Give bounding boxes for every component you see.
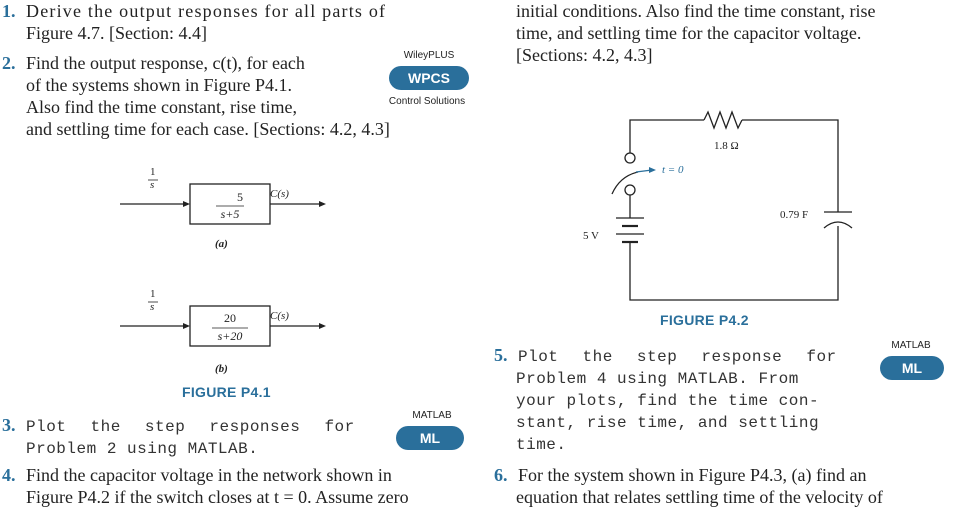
control-solutions-label: Control Solutions [388,96,466,107]
wpcs-badge[interactable]: WPCS [389,66,469,90]
matlab-label: MATLAB [891,340,931,351]
problem-5: 5. Plot the step response for Problem 4 u… [494,344,854,456]
problem-3: 3. Plot the step responses for Problem 2 … [2,414,382,460]
problem-text: stant, rise time, and settling [516,414,820,432]
figure-p4-1-b [120,301,326,347]
top-wire [629,119,704,155]
problem-text: time. [516,436,567,454]
fig-a-tf-den: s+5 [220,207,240,221]
switch-arrowhead [649,167,656,173]
problem-text: your plots, find the time con- [516,392,820,410]
problem-text: Plot the step response for [518,348,837,366]
problem-text: For the system shown in Figure P4.3, (a)… [518,465,867,485]
capacitor-plate-bottom [823,221,853,229]
input-arrowhead [183,323,190,329]
ml-badge[interactable]: ML [396,426,464,450]
fig-b-sublabel: (b) [215,363,228,375]
fig-a-tf-num: 5 [237,190,243,204]
problem-text: and settling time for each case. [Sectio… [26,119,390,139]
problem-text: time, and settling time for the capacito… [516,23,862,43]
fig-b-tf-den: s+20 [217,329,243,343]
problem-text: initial conditions. Also find the time c… [516,1,876,21]
problem-4: 4. Find the capacitor voltage in the netw… [2,464,472,508]
wileyplus-label: WileyPLUS [403,50,455,61]
fig-b-input-num: 1 [150,288,156,300]
problem-number: 3. [2,415,16,435]
problem-text: equation that relates settling time of t… [516,487,883,507]
fig-a-input-num: 1 [150,166,156,178]
ml-badge[interactable]: ML [880,356,944,380]
fig-a-output: C(s) [270,188,289,200]
switch-contact-top [624,152,636,164]
problem-2: 2. Find the output response, c(t), for ea… [2,52,472,140]
problem-4-continued: initial conditions. Also find the time c… [516,0,952,66]
problem-text: Find the capacitor voltage in the networ… [26,465,392,485]
fig-b-input-den: s [150,301,155,313]
input-arrowhead [183,201,190,207]
problem-text: [Sections: 4.2, 4.3] [516,45,653,65]
problem-text: Figure P4.2 if the switch closes at t = … [26,487,409,507]
problem-number: 4. [2,465,16,485]
voltage-source-label: 5 V [583,230,599,242]
switch-contact-bottom [624,184,636,196]
problem-text: Also find the time constant, rise time, [26,97,297,117]
problem-text: Derive the output responses for all part… [26,1,387,21]
figure-p4-2-circuit [611,110,853,301]
problem-text: Plot the step responses for [26,418,355,436]
figure-p4-1-a [120,179,326,225]
problem-text: of the systems shown in Figure P4.1. [26,75,293,95]
switch-arm [611,171,639,195]
problem-number: 5. [494,345,508,365]
problem-text: Problem 4 using MATLAB. From [516,370,799,388]
capacitor-label: 0.79 F [780,209,809,221]
fig-a-input-den: s [150,179,155,191]
fig-a-sublabel: (a) [215,238,228,250]
matlab-label: MATLAB [412,410,452,421]
resistor-label: 1.8 Ω [714,140,739,152]
problem-number: 2. [2,53,16,73]
output-arrowhead [319,201,326,207]
switch-label: t = 0 [662,164,684,176]
problem-text: Problem 2 using MATLAB. [26,440,259,458]
problem-number: 6. [494,465,508,485]
problem-6: 6. For the system shown in Figure P4.3, (… [494,464,952,508]
fig-b-output: C(s) [270,310,289,322]
problem-text: Figure 4.7. [Section: 4.4] [26,23,207,43]
resistor [703,110,743,130]
figure-p4-1-caption: FIGURE P4.1 [182,384,271,400]
problem-1: 1. Derive the output responses for all pa… [2,0,462,44]
problem-number: 1. [2,1,16,21]
bottom-wire [629,226,839,301]
fig-b-tf-num: 20 [224,311,236,325]
problem-text: Find the output response, c(t), for each [26,53,305,73]
output-arrowhead [319,323,326,329]
figure-p4-2-caption: FIGURE P4.2 [660,312,749,328]
top-right-wire [742,119,839,212]
